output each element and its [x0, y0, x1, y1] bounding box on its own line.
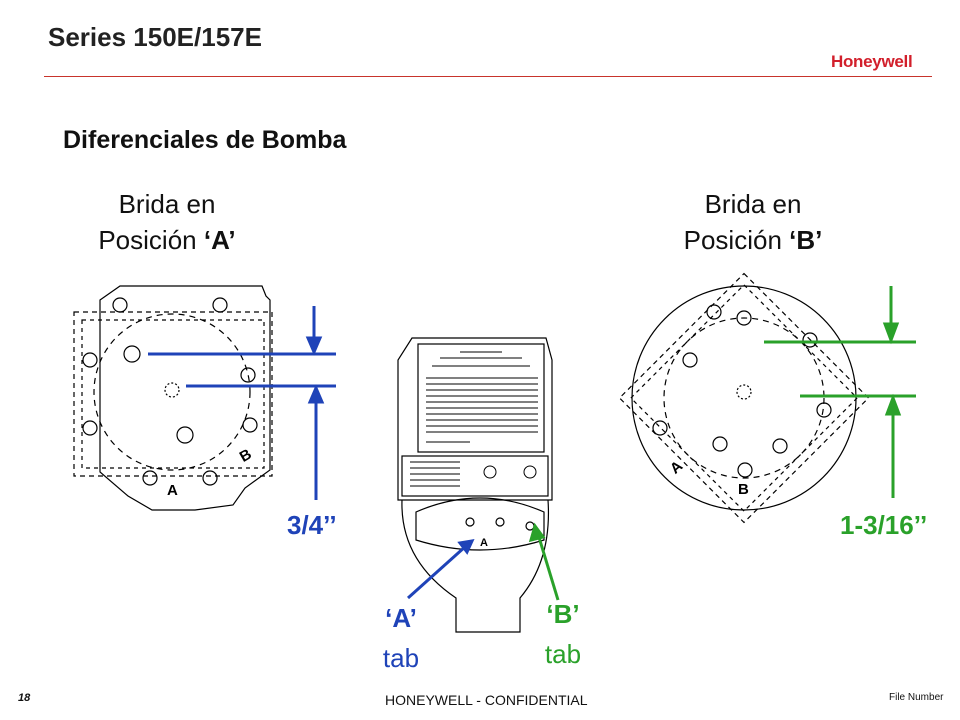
measure-b-indicator — [764, 286, 916, 498]
honeywell-logo: Honeywell — [831, 52, 913, 71]
flange-a-label-a: A — [167, 482, 178, 499]
caption-a-word: Posición — [98, 225, 197, 255]
controller-body-label: A — [480, 537, 488, 549]
caption-position-b: Brida en Posición ‘B’ — [648, 186, 858, 258]
header-divider — [44, 76, 932, 77]
caption-position-a: Brida en Posición ‘A’ — [62, 186, 272, 258]
tab-a-label: ‘A’ tab — [372, 598, 430, 678]
controller-flange-ring — [415, 497, 545, 551]
controller-label-plate — [417, 343, 545, 453]
controller-drawing — [397, 337, 553, 633]
confidential-footer: HONEYWELL - CONFIDENTIAL — [385, 692, 588, 708]
controller-label-text-lines — [426, 351, 538, 443]
controller-terminal-block — [401, 455, 549, 497]
flange-position-a-drawing — [73, 285, 273, 511]
flange-a-inner-square — [81, 319, 265, 469]
controller-housing — [397, 337, 553, 501]
measure-b-arrow-down-head — [882, 322, 900, 345]
flange-a-bolt-holes — [82, 297, 258, 486]
tab-b-word: tab — [544, 639, 582, 669]
tab-b-quote: ‘B’ — [546, 599, 580, 629]
measure-a-indicator — [148, 306, 336, 500]
caption-b-quote: ‘B’ — [789, 225, 823, 255]
caption-b-line2: Posición ‘B’ — [648, 222, 858, 258]
tab-b-arrow — [528, 522, 560, 601]
tab-a-arrow — [406, 539, 475, 600]
flange-b-square — [618, 272, 870, 524]
page-title: Series 150E/157E — [48, 22, 262, 52]
flange-a-bolt-circle — [93, 313, 251, 471]
flange-a-outline — [99, 285, 271, 511]
measure-a-arrow-up-head — [307, 384, 325, 404]
flange-a-label-b: B — [237, 446, 255, 466]
flange-b-outline — [631, 285, 857, 511]
caption-b-word: Posición — [683, 225, 782, 255]
file-number: File Number — [889, 692, 944, 703]
tab-a-word: tab — [382, 643, 420, 673]
tab-b-label: ‘B’ tab — [534, 594, 592, 674]
measure-b-arrow-up-head — [884, 393, 902, 416]
controller-body — [401, 499, 550, 633]
page-number: 18 — [18, 692, 31, 704]
caption-a-line1: Brida en — [118, 189, 216, 219]
flange-b-label-b: B — [738, 481, 749, 498]
measure-a-arrow-down-head — [305, 336, 323, 356]
slide-heading: Diferenciales de Bomba — [63, 126, 347, 154]
flange-position-b-drawing — [618, 272, 870, 524]
flange-a-square — [73, 311, 273, 477]
flange-b-bolt-holes — [652, 304, 832, 478]
caption-a-quote: ‘A’ — [203, 225, 236, 255]
flange-b-label-a: A — [667, 457, 686, 477]
measurement-b-value: 1-3/16’’ — [840, 510, 928, 540]
tab-a-quote: ‘A’ — [385, 603, 417, 633]
caption-a-line2: Posición ‘A’ — [62, 222, 272, 258]
measurement-a-value: 3/4’’ — [287, 510, 337, 540]
flange-b-bolt-circle — [663, 317, 825, 479]
controller-terminal-details — [410, 461, 537, 487]
caption-b-line1: Brida en — [704, 189, 802, 219]
